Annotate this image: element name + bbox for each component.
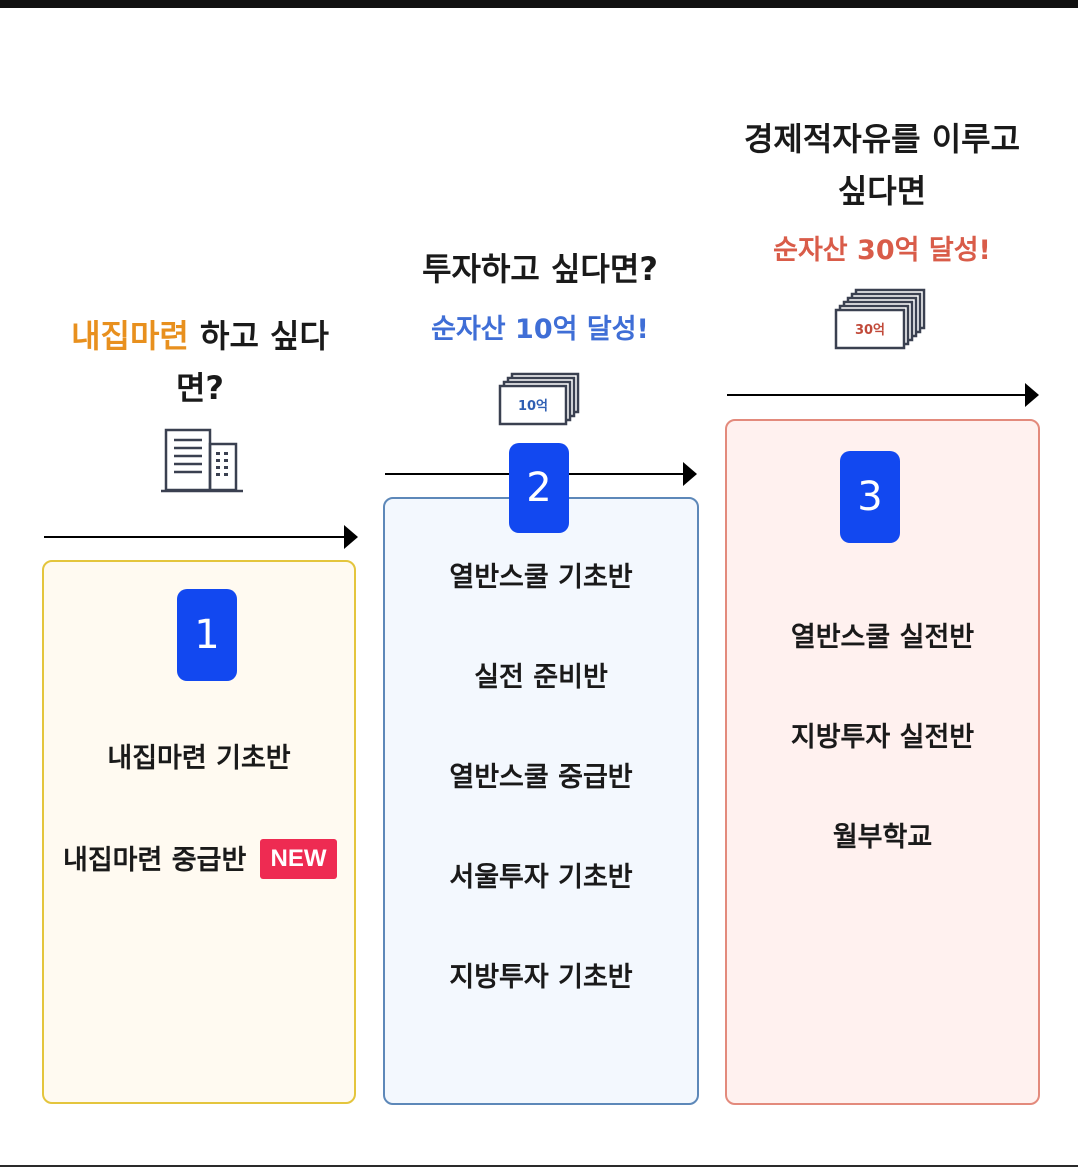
step2-card: [383, 497, 699, 1105]
step2-item-1: 열반스쿨 기초반: [449, 562, 633, 593]
step3-number-badge: 3: [840, 451, 900, 543]
step2-item-5: 지방투자 기초반: [449, 962, 633, 993]
step2-heading: 투자하고 싶다면?: [422, 250, 658, 288]
step3-heading-line1: 경제적자유를 이루고: [743, 120, 1021, 158]
step1-heading-highlight: 내집마련: [71, 317, 189, 355]
step2-item-3: 열반스쿨 중급반: [449, 762, 633, 793]
money-stack-icon: 30억: [834, 288, 926, 350]
step1-heading-line2: 면?: [175, 369, 224, 407]
step2-number-badge: 2: [509, 443, 569, 533]
step2-subheading: 순자산 10억 달성!: [431, 314, 649, 345]
money-stack-label: 30억: [855, 323, 885, 338]
step2-item-2: 실전 준비반: [474, 662, 608, 693]
building-icon: [161, 428, 243, 493]
step3-subheading: 순자산 30억 달성!: [773, 235, 991, 266]
step3-item-2: 지방투자 실전반: [790, 722, 975, 753]
money-stack-label: 10억: [518, 399, 548, 414]
step3-item-3: 월부학교: [832, 822, 933, 853]
step2-item-4: 서울투자 기초반: [449, 862, 633, 893]
step1-arrow: [44, 525, 358, 549]
step1-heading-rest: 하고 싶다: [188, 317, 329, 355]
step3-arrow: [727, 383, 1039, 407]
money-stack-icon: 10억: [498, 372, 580, 426]
step1-item-2: 내집마련 중급반: [63, 845, 247, 876]
step1-heading: 내집마련 하고 싶다 면?: [40, 310, 360, 414]
bottom-divider: [0, 1165, 1078, 1167]
step1-number-badge: 1: [177, 589, 237, 681]
new-badge: NEW: [260, 839, 337, 879]
step3-heading-line2: 싶다면: [837, 172, 927, 210]
step1-item-1: 내집마련 기초반: [107, 743, 291, 774]
step3-heading: 경제적자유를 이루고 싶다면: [710, 113, 1054, 217]
top-bar: [0, 0, 1078, 8]
step3-item-1: 열반스쿨 실전반: [790, 622, 975, 653]
